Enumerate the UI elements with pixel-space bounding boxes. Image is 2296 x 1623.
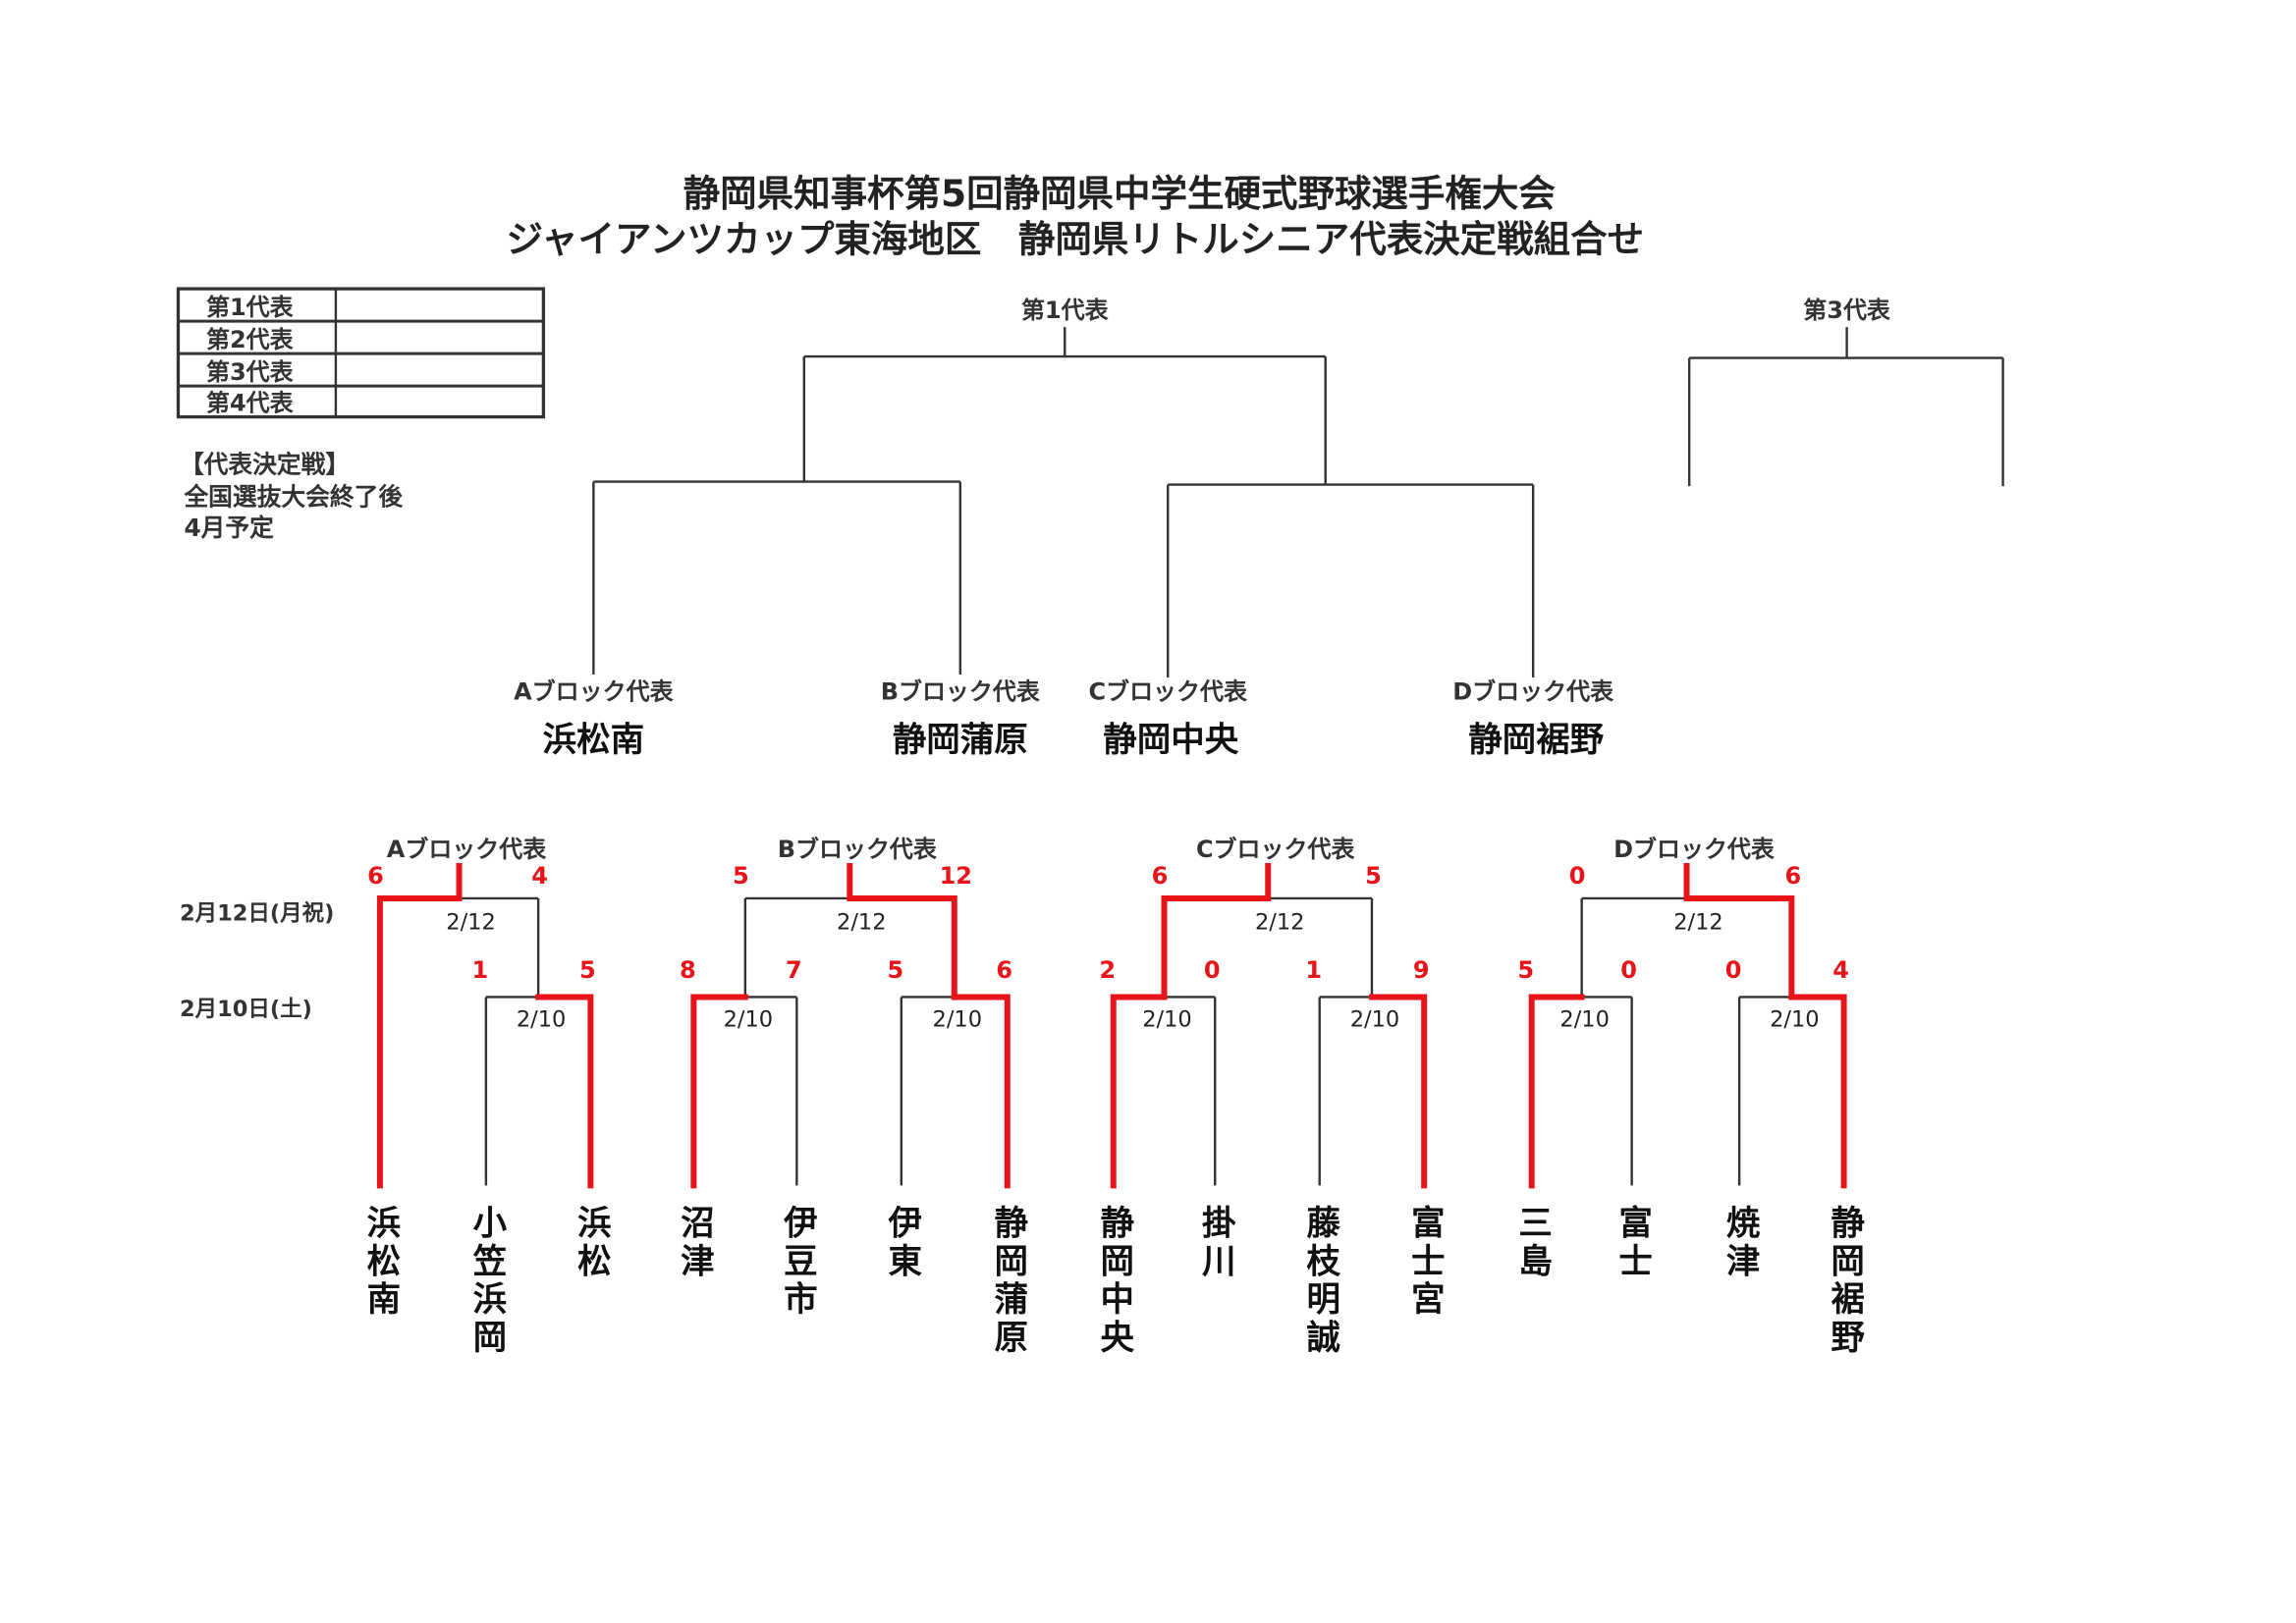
- team-name-a: 浜松: [571, 1205, 611, 1281]
- first-rep-label: 第1代表: [1021, 297, 1110, 324]
- block-c-label: Cブロック代表: [1196, 836, 1356, 863]
- team-name-c: 藤枝明誠: [1300, 1205, 1340, 1358]
- block-d-label: Dブロック代表: [1613, 836, 1776, 863]
- block-a-label: Aブロック代表: [387, 836, 547, 863]
- match-date: 2/10: [1559, 1006, 1609, 1032]
- first-round-score: 0: [1204, 956, 1221, 984]
- rep-row-label: 第1代表: [206, 294, 295, 321]
- first-round-score: 2: [1099, 956, 1116, 984]
- winner-path: [1788, 994, 1847, 1189]
- match-date: 2/10: [933, 1006, 983, 1032]
- semi-score: 4: [531, 862, 548, 890]
- match-date: 2/12: [837, 909, 887, 935]
- team-name-d: 静岡裾野: [1825, 1205, 1865, 1358]
- block-a-rep-label: Aブロック代表: [514, 678, 674, 706]
- match-date: 2/12: [1255, 909, 1305, 935]
- semi-score: 6: [1152, 862, 1169, 890]
- semi-score: 6: [1785, 862, 1802, 890]
- first-round-score: 7: [786, 956, 802, 984]
- team-name-d: 三島: [1512, 1205, 1552, 1281]
- semi-score: 0: [1569, 862, 1586, 890]
- match-date: 2/12: [446, 909, 496, 935]
- first-round-score: 8: [680, 956, 696, 984]
- team-name-b: 伊東: [882, 1205, 923, 1281]
- team-name-b: 沼津: [674, 1205, 714, 1281]
- match-date: 2/10: [1350, 1006, 1400, 1032]
- first-round-score: 1: [472, 956, 489, 984]
- final-bracket: 第1代表 第3代表 Aブロック代表 Bブロック代表 Cブロック代表 Dブロック代…: [514, 297, 2004, 760]
- winner-path: [1110, 994, 1168, 1189]
- note-line: 【代表決定戦】: [180, 451, 350, 479]
- first-round-score: 1: [1305, 956, 1322, 984]
- third-rep-label: 第3代表: [1803, 297, 1891, 324]
- winner-path: [690, 994, 748, 1189]
- team-name-c: 富士宮: [1404, 1204, 1444, 1320]
- first-round-score: 5: [579, 956, 596, 984]
- team-name-d: 焼津: [1720, 1205, 1760, 1281]
- block-d-rep-team: 静岡裾野: [1468, 721, 1604, 760]
- block-b-label: Bブロック代表: [778, 836, 938, 863]
- semi-date-label: 2月12日(月祝): [180, 899, 334, 926]
- match-date: 2/10: [517, 1006, 566, 1032]
- rep-row-label: 第2代表: [206, 326, 295, 353]
- match-date: 2/10: [724, 1006, 774, 1032]
- first-round-score: 9: [1413, 956, 1430, 984]
- semi-score: 6: [367, 862, 384, 890]
- block-b-rep-team: 静岡蒲原: [893, 721, 1028, 760]
- first-round-score: 6: [996, 956, 1012, 984]
- team-name-b: 静岡蒲原: [988, 1205, 1028, 1358]
- winner-path: [1368, 994, 1428, 1189]
- note-line: 全国選抜大会終了後: [183, 483, 403, 512]
- team-name-c: 掛川: [1195, 1205, 1235, 1281]
- rep-row-label: 第4代表: [206, 390, 295, 417]
- title-line-1: 静岡県知事杯第5回静岡県中学生硬式野球選手権大会: [683, 172, 1557, 215]
- first-round-score: 0: [1725, 956, 1742, 984]
- representative-table: 第1代表 第2代表 第3代表 第4代表: [176, 287, 546, 419]
- team-name-a: 浜松南: [360, 1205, 401, 1320]
- block-b-rep-label: Bブロック代表: [881, 678, 1041, 706]
- winner-path: [535, 994, 594, 1189]
- team-name-c: 静岡中央: [1094, 1205, 1134, 1358]
- winner-path: [847, 862, 957, 1001]
- team-name-b: 伊豆市: [777, 1205, 818, 1320]
- first-round-score: 5: [1517, 956, 1534, 984]
- final-bracket-lines: [592, 327, 1535, 678]
- winner-path: [951, 994, 1011, 1189]
- winner-path: [376, 862, 463, 1189]
- match-date: 2/10: [1142, 1006, 1192, 1032]
- first-round-score: 5: [887, 956, 903, 984]
- match-date: 2/10: [1770, 1006, 1819, 1032]
- match-date: 2/12: [1673, 909, 1722, 935]
- third-bracket-lines: [1687, 327, 2004, 487]
- winner-path: [1161, 862, 1272, 1001]
- winner-path: [1683, 862, 1795, 1001]
- rep-row-label: 第3代表: [206, 358, 295, 386]
- semi-score: 12: [940, 862, 972, 890]
- block-c-rep-label: Cブロック代表: [1088, 678, 1248, 706]
- first-round-date-label: 2月10日(土): [180, 997, 312, 1022]
- note-line: 4月予定: [184, 514, 274, 542]
- title-line-2: ジャイアンツカップ東海地区 静岡県リトルシニア代表決定戦組合せ: [506, 218, 1644, 261]
- team-name-d: 富士: [1613, 1204, 1652, 1281]
- block-c-rep-team: 静岡中央: [1103, 721, 1238, 760]
- block-a-rep-team: 浜松南: [543, 721, 644, 760]
- block-d-rep-label: Dブロック代表: [1452, 678, 1614, 706]
- winner-path: [1528, 994, 1585, 1189]
- semi-score: 5: [733, 862, 749, 890]
- team-name-a: 小笠浜岡: [466, 1205, 507, 1358]
- first-round-score: 4: [1832, 956, 1849, 984]
- semi-score: 5: [1365, 862, 1382, 890]
- first-round-score: 0: [1620, 956, 1637, 984]
